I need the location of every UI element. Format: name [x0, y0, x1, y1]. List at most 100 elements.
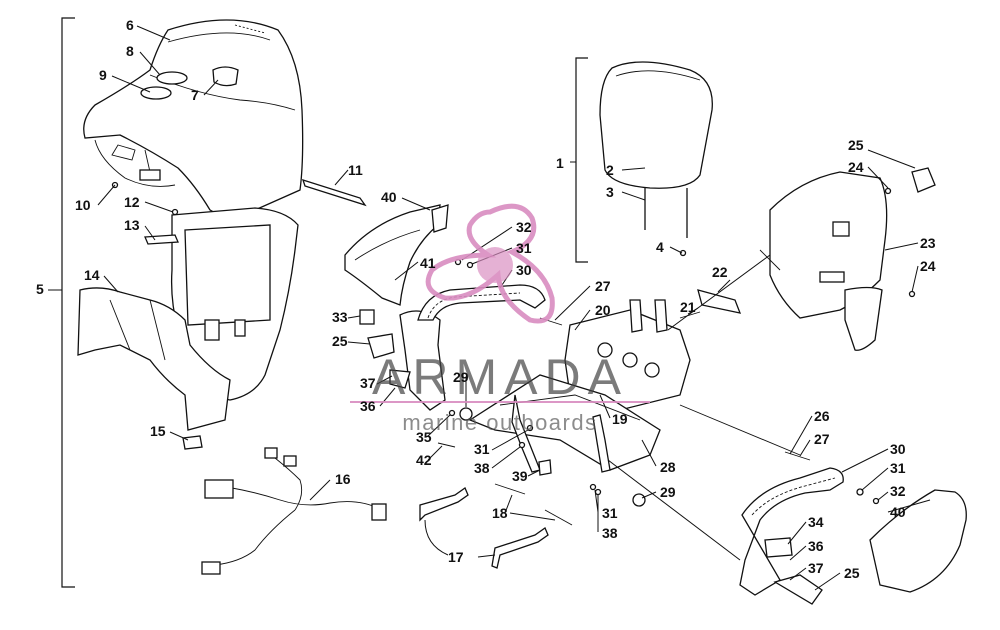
washer-31b [466, 261, 474, 269]
rod-18a [511, 394, 541, 473]
nut-35 [448, 409, 456, 417]
callout-9: 9 [99, 67, 107, 83]
nut-31c [589, 483, 597, 491]
callout-11: 11 [348, 162, 363, 178]
callout-32-upper: 32 [516, 219, 532, 235]
washer-29a [459, 407, 473, 421]
hand-guard-right [869, 489, 967, 593]
callout-26: 26 [814, 408, 830, 424]
callout-25-left: 25 [332, 333, 348, 349]
mounting-frame [468, 299, 691, 473]
switch-33 [359, 309, 375, 325]
callout-24-upper: 24 [848, 159, 864, 175]
callout-8: 8 [126, 43, 134, 59]
callout-6: 6 [126, 17, 134, 33]
callout-38-lower-right: 38 [602, 525, 618, 541]
switch-34 [764, 537, 793, 558]
callout-31-lower-left: 31 [474, 441, 490, 457]
seat-strap [212, 66, 239, 87]
washer-29b [632, 493, 646, 507]
screw-4 [679, 249, 687, 257]
callout-25-upper-right: 25 [848, 137, 864, 153]
bracket-backrest-assembly [575, 57, 588, 263]
grip-block-25 [367, 333, 395, 359]
callout-24-lower: 24 [920, 258, 936, 274]
callout-35: 35 [416, 429, 432, 445]
callout-1: 1 [556, 155, 564, 171]
nut-38a [518, 441, 526, 449]
connector-e [201, 561, 221, 575]
callout-23: 23 [920, 235, 936, 251]
callout-29-left: 29 [453, 369, 469, 385]
grip-block-25b [773, 574, 823, 605]
callout-5: 5 [36, 281, 44, 297]
callout-18: 18 [492, 505, 508, 521]
connector-d [371, 503, 387, 521]
callout-34: 34 [808, 514, 824, 530]
seat-base [77, 207, 299, 431]
callout-31-lower: 31 [890, 460, 906, 476]
callout-31-lower-right: 31 [602, 505, 618, 521]
hand-guard-left [344, 204, 449, 306]
callout-3: 3 [606, 184, 614, 200]
callout-27-upper: 27 [595, 278, 611, 294]
callout-27-lower: 27 [814, 431, 830, 447]
nut-31a [526, 424, 534, 432]
screw-12 [171, 208, 179, 216]
strap-11 [301, 178, 367, 207]
screw-32b [872, 497, 880, 505]
callout-17: 17 [448, 549, 464, 565]
callout-29-right: 29 [660, 484, 676, 500]
callout-7: 7 [191, 87, 199, 103]
nut-38b [594, 488, 602, 496]
rod-18b [592, 414, 611, 473]
handle-bar-right [739, 467, 844, 605]
callout-38-lower-left: 38 [474, 460, 490, 476]
callout-33: 33 [332, 309, 348, 325]
callout-40-left: 40 [381, 189, 397, 205]
screw-24b [908, 290, 916, 298]
leader-lines [48, 25, 931, 591]
callout-21: 21 [680, 299, 696, 315]
connector-c [283, 455, 297, 467]
backrest [599, 61, 713, 257]
watermark-tagline: marine outboards [402, 410, 597, 435]
pin-27b [784, 451, 811, 461]
shaft-26 [679, 404, 801, 456]
callout-12: 12 [124, 194, 140, 210]
seat-pad-right [140, 86, 172, 100]
callout-4: 4 [656, 239, 664, 255]
bracket-13 [144, 234, 179, 245]
callout-40-right: 40 [890, 504, 906, 520]
latch-levers [419, 483, 573, 569]
bracket-seat-assembly [61, 17, 75, 588]
plate-36 [389, 369, 411, 389]
watermark-brand: ARMADA [372, 349, 628, 405]
callout-31-upper: 31 [516, 240, 532, 256]
callout-37-left: 37 [360, 375, 376, 391]
callout-30-upper: 30 [516, 262, 532, 278]
callout-22: 22 [712, 264, 728, 280]
rear-housing [759, 167, 936, 351]
nut-15 [182, 435, 203, 450]
seat-pad-left [156, 71, 188, 85]
callout-10: 10 [75, 197, 91, 213]
callout-42: 42 [416, 452, 432, 468]
screw-24a [884, 187, 892, 195]
callout-25-lower-right: 25 [844, 565, 860, 581]
callout-2: 2 [606, 162, 614, 178]
callout-15: 15 [150, 423, 166, 439]
watermark-hub [477, 247, 513, 283]
callout-39: 39 [512, 468, 528, 484]
spring-39 [538, 459, 552, 476]
washer-31d [856, 488, 864, 496]
connector-b [264, 447, 278, 459]
callout-13: 13 [124, 217, 140, 233]
seat [83, 19, 304, 216]
callout-37-right: 37 [808, 560, 824, 576]
callout-36-right: 36 [808, 538, 824, 554]
callout-28: 28 [660, 459, 676, 475]
clip-22 [697, 289, 742, 314]
